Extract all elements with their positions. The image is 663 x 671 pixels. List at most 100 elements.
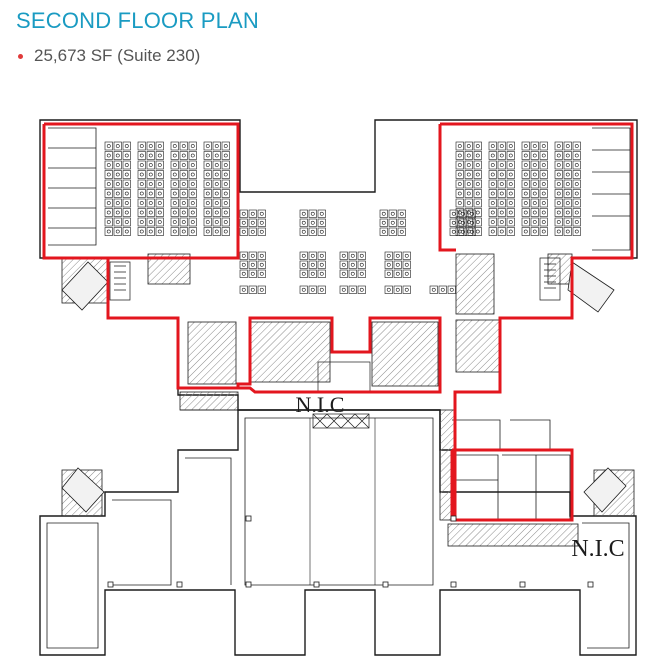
workstation [170, 208, 179, 217]
desk-chair-icon [157, 220, 162, 224]
desk-chair-icon [106, 172, 111, 177]
workstation [155, 217, 164, 227]
workstation [554, 189, 563, 198]
workstation [464, 179, 473, 189]
desk-chair-icon [250, 287, 255, 292]
workstation-clusters [104, 141, 581, 294]
desk-chair-icon [157, 144, 162, 148]
workstation [497, 208, 506, 217]
desk-chair-icon [556, 182, 561, 186]
workstation [379, 209, 388, 218]
workstation [146, 160, 155, 170]
desk-chair-icon [466, 182, 471, 186]
workstation [530, 151, 539, 160]
bullet-icon [18, 53, 23, 59]
workstation [521, 189, 530, 198]
desk-chair-icon [223, 201, 228, 205]
desk-chair-icon [172, 182, 177, 186]
desk-chair-icon [310, 220, 315, 225]
workstation [317, 227, 326, 236]
workstation [113, 217, 122, 227]
workstation [317, 260, 326, 269]
desk-chair-icon [301, 287, 306, 292]
desk-chair-icon [106, 220, 111, 224]
workstation [458, 209, 467, 218]
desk-chair-icon [475, 220, 480, 224]
desk-chair-icon [139, 172, 144, 177]
desk-chair-icon [508, 144, 513, 148]
workstation [572, 189, 581, 198]
desk-chair-icon [148, 163, 153, 167]
workstation [317, 251, 326, 260]
workstation [179, 227, 188, 236]
desk-chair-icon [508, 163, 513, 167]
desk-chair-icon [565, 172, 570, 177]
workstation [339, 260, 348, 269]
desk-chair-icon [190, 210, 195, 215]
workstation [464, 198, 473, 208]
workstation [155, 227, 164, 236]
desk-chair-icon [440, 287, 445, 292]
workstation [221, 160, 230, 170]
workstation [155, 198, 164, 208]
desk-chair-icon [466, 153, 471, 158]
workstation [506, 179, 515, 189]
workstation [539, 170, 548, 179]
desk-chair-icon [259, 211, 264, 216]
desk-chair-icon [259, 253, 264, 258]
desk-chair-icon [106, 182, 111, 186]
workstation [563, 151, 572, 160]
desk-chair-icon [574, 201, 579, 205]
desk-chair-icon [490, 163, 495, 167]
desk-chair-icon [499, 191, 504, 196]
workstation [563, 189, 572, 198]
workstation [464, 151, 473, 160]
workstation [221, 179, 230, 189]
workstation [384, 251, 393, 260]
workstation [473, 160, 482, 170]
desk-chair-icon [556, 172, 561, 177]
workstation [488, 151, 497, 160]
desk-chair-icon [172, 163, 177, 167]
workstation [402, 260, 411, 269]
desk-chair-icon [532, 153, 537, 158]
workstation [488, 141, 497, 151]
desk-chair-icon [319, 211, 324, 216]
workstation [572, 198, 581, 208]
desk-chair-icon [541, 144, 546, 148]
workstation [357, 260, 366, 269]
desk-chair-icon [381, 220, 386, 225]
workstation [179, 189, 188, 198]
desk-chair-icon [556, 163, 561, 167]
desk-chair-icon [449, 287, 454, 292]
workstation [299, 251, 308, 260]
workstation [113, 189, 122, 198]
desk-chair-icon [404, 271, 409, 276]
desk-chair-icon [139, 182, 144, 186]
workstation [146, 198, 155, 208]
workstation [530, 217, 539, 227]
workstation [188, 198, 197, 208]
desk-chair-icon [457, 172, 462, 177]
workstation [539, 217, 548, 227]
workstation [239, 260, 248, 269]
workstation [248, 285, 257, 294]
desk-chair-icon [386, 262, 391, 267]
desk-chair-icon [319, 262, 324, 267]
desk-chair-icon [250, 220, 255, 225]
workstation [455, 170, 464, 179]
workstation [257, 209, 266, 218]
desk-chair-icon [386, 287, 391, 292]
desk-chair-icon [190, 220, 195, 224]
workstation [402, 269, 411, 278]
page-title: SECOND FLOOR PLAN [16, 8, 260, 33]
workstation [539, 208, 548, 217]
workstation [539, 151, 548, 160]
desk-chair-icon [124, 210, 129, 215]
desk-chair-icon [466, 220, 471, 224]
workstation [179, 208, 188, 217]
workstation [104, 227, 113, 236]
workstation [122, 208, 131, 217]
workstation [488, 208, 497, 217]
desk-chair-icon [350, 287, 355, 292]
